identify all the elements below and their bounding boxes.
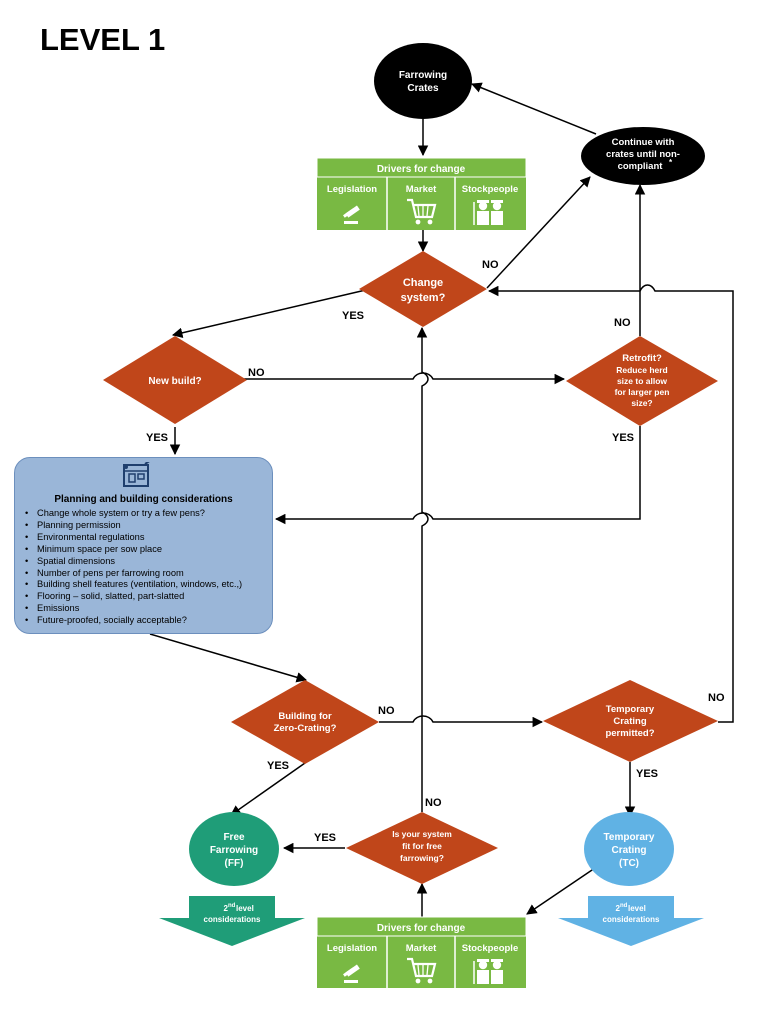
retrofit-line5: size? [631,398,652,408]
second-level-left-sup: nd [228,903,236,909]
retrofit-line3: size to allow [617,376,667,386]
new-build-node [103,336,247,424]
farrowing-crates-line2: Crates [407,83,439,94]
planning-item: Spatial dimensions [25,556,242,568]
change-system-line2: system? [401,292,446,304]
planning-item: Number of pens per farrowing room [25,568,242,580]
continue-crates-line1: Continue with [612,137,675,148]
drivers-top-title: Drivers for change [377,164,466,175]
edge-change-no [486,176,591,289]
drivers-top-panel: Drivers for change Legislation Market St… [316,157,527,230]
retrofit-node [566,336,718,426]
label-zero-no: NO [378,705,395,717]
drivers-bottom-market: Market [406,943,437,954]
drivers-bottom-title: Drivers for change [377,923,466,934]
free-farrowing-line3: (FF) [225,858,244,869]
edge-planning-to-zero [149,633,308,683]
free-farrowing-node [189,812,279,886]
change-system-line1: Change [403,277,443,289]
continue-crates-line2: crates until non- [606,149,680,160]
planning-item: Environmental regulations [25,532,242,544]
free-farrowing-line1: Free [223,832,245,843]
second-level-left-word: level [236,904,254,913]
edge-zero-yes [230,762,306,816]
free-farrowing-line2: Farrowing [210,845,258,856]
second-level-left-line2: considerations [204,915,261,924]
planning-title: Planning and building considerations [54,494,233,505]
drivers-top-market: Market [406,184,437,195]
building-zero-crating-node [231,680,379,764]
retrofit-line1: Retrofit? [622,353,662,364]
continue-crates-asterisk: * [669,158,673,167]
temp-permitted-line3: permitted? [605,728,654,739]
planning-considerations-box: Planning and building considerations Cha… [14,457,273,634]
planning-item: Emissions [25,603,242,615]
retrofit-line4: for larger pen [615,387,670,397]
fit-for-ff-node [346,812,498,884]
temporary-crating-line2: Crating [612,845,647,856]
retrofit-line2: Reduce herd [616,365,668,375]
building-zero-line1: Building for [278,711,332,722]
continue-crates-line3: compliant [618,161,664,172]
drivers-top-stockpeople: Stockpeople [462,184,519,195]
planning-item: Planning permission [25,520,242,532]
second-level-right-num: 2 [616,904,621,913]
planning-item: Future-proofed, socially acceptable? [25,615,242,627]
planning-item: Change whole system or try a few pens? [25,508,242,520]
fit-for-ff-line1: Is your system [392,829,452,839]
edge-temp-no [487,284,734,723]
farrowing-crates-line1: Farrowing [399,70,447,81]
edge-continue-to-crates [471,82,597,135]
temp-crating-permitted-node [543,680,718,762]
label-retrofit-yes: YES [612,432,634,444]
label-newbuild-yes: YES [146,432,168,444]
planning-item: Minimum space per sow place [25,544,242,556]
second-level-arrow-right [558,896,704,946]
temp-permitted-line1: Temporary [606,704,655,715]
farrowing-crates-node [374,43,472,119]
page-title: LEVEL 1 [40,22,166,57]
planning-list: Change whole system or try a few pens? P… [25,508,242,627]
edge-tc-to-drivers [526,867,596,915]
second-level-right-word: level [628,904,646,913]
fit-for-ff-line2: fit for free [402,841,442,851]
label-newbuild-no: NO [248,367,265,379]
blueprint-icon [123,462,150,487]
temporary-crating-node [584,812,674,886]
planning-item: Flooring – solid, slatted, part-slatted [25,591,242,603]
label-temp-yes: YES [636,768,658,780]
label-fit-no: NO [425,797,442,809]
drivers-bottom-stockpeople: Stockpeople [462,943,519,954]
edge-newbuild-no [218,372,566,385]
edge-zero-no [379,715,544,728]
second-level-arrow-left [159,896,305,946]
edge-retrofit-yes [274,426,641,525]
drivers-top-legislation: Legislation [327,184,377,195]
label-fit-yes: YES [314,832,336,844]
label-change-yes: YES [342,310,364,322]
temporary-crating-line1: Temporary [604,832,655,843]
label-temp-no: NO [708,692,725,704]
second-level-right-sup: nd [620,903,628,909]
fit-for-ff-line3: farrowing? [400,853,444,863]
label-zero-yes: YES [267,760,289,772]
edge-change-yes [171,288,371,338]
edge-fit-no [416,326,429,812]
building-zero-line2: Zero-Crating? [274,723,337,734]
change-system-node [359,251,487,327]
temporary-crating-line3: (TC) [619,858,639,869]
planning-item: Building shell features (ventilation, wi… [25,579,242,591]
drivers-bottom-panel: Drivers for change Legislation Market St… [316,916,527,988]
new-build-label: New build? [148,376,201,387]
temp-permitted-line2: Crating [613,716,646,727]
label-retrofit-no: NO [614,317,631,329]
label-change-no: NO [482,259,499,271]
continue-crates-node [581,127,705,185]
drivers-bottom-legislation: Legislation [327,943,377,954]
second-level-left-num: 2 [224,904,229,913]
second-level-right-line2: considerations [603,915,660,924]
